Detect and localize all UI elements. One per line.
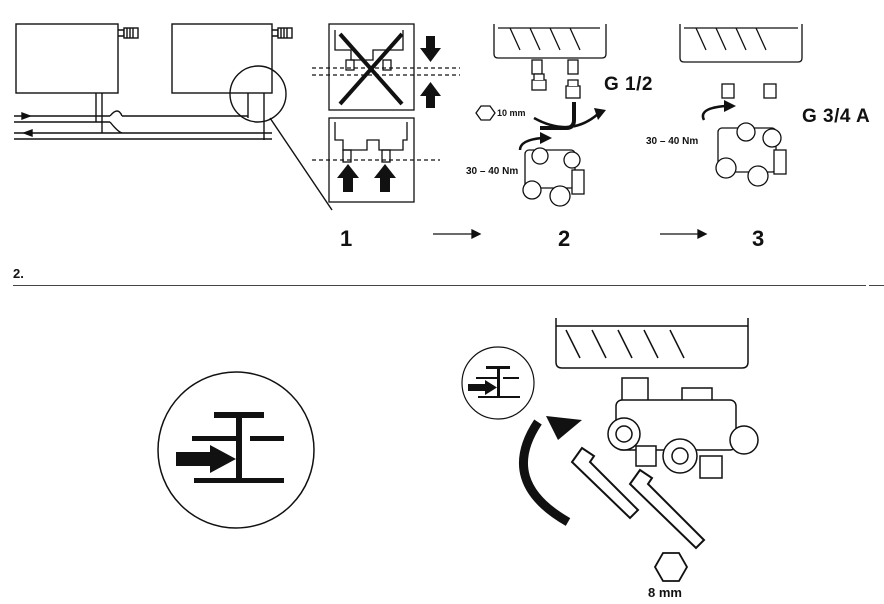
hexagon-icon xyxy=(475,105,496,121)
hexagon-icon xyxy=(653,552,689,582)
rotate-arrow-icon xyxy=(701,100,736,121)
flow-direction-icon xyxy=(157,371,315,529)
step2-hex-size: 10 mm xyxy=(497,108,526,118)
rotate-arrow-icon xyxy=(519,416,582,526)
flow-direction-icon xyxy=(461,346,535,420)
rotate-arrow-icon xyxy=(533,108,606,129)
radiator-left xyxy=(15,23,139,118)
radiator-bottom-step3 xyxy=(679,24,803,99)
correct-connection-panel xyxy=(312,117,440,203)
supply-return-pipes xyxy=(14,110,333,211)
wrong-connection-panel xyxy=(312,23,460,111)
step-1-label: 1 xyxy=(340,226,353,251)
step3-torque: 30 – 40 Nm xyxy=(646,136,699,147)
radiator-bottom-step2 xyxy=(493,24,607,75)
radiator-right xyxy=(171,23,293,140)
step-2-label: 2 xyxy=(558,226,571,251)
allen-key-icon xyxy=(570,446,706,550)
valve-block-icon xyxy=(607,377,759,479)
rotate-arrow-icon xyxy=(518,132,552,151)
valve-block-icon xyxy=(715,122,787,187)
step3-thread: G 3/4 A xyxy=(802,106,871,127)
step2-torque: 30 – 40 Nm xyxy=(466,166,519,177)
valve-block-icon xyxy=(522,147,585,207)
step-3-label: 3 xyxy=(752,226,765,251)
radiator-bottom-section2 xyxy=(555,318,749,369)
arrow-up-icon xyxy=(337,164,396,192)
step-arrow xyxy=(433,228,708,240)
section2-hex-size: 8 mm xyxy=(648,585,682,600)
arrow-down-icon xyxy=(420,36,441,62)
section-number: 2. xyxy=(13,266,24,281)
arrow-up-icon xyxy=(420,82,441,108)
threaded-nipples xyxy=(531,73,581,99)
section-divider xyxy=(13,285,866,286)
step2-thread: G 1/2 xyxy=(604,74,653,95)
section-divider-end xyxy=(869,285,884,286)
